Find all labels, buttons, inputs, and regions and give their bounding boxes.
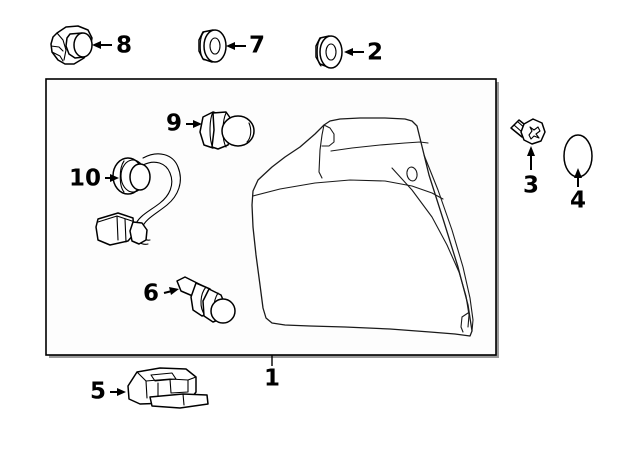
harness-connector-boot xyxy=(129,221,148,245)
tail-lamp-flange-tip xyxy=(460,312,469,333)
callout-leader-10 xyxy=(105,174,119,182)
arrow-head-5 xyxy=(117,388,126,396)
screw-phillips-recess xyxy=(528,126,541,140)
callout-leader-4 xyxy=(574,168,582,187)
arrow-head-7 xyxy=(226,42,235,50)
callout-number-10[interactable]: 10 xyxy=(69,166,101,192)
grommet-2-back-edge xyxy=(316,37,322,67)
part-mounting-bracket[interactable] xyxy=(127,367,209,409)
arrow-head-2 xyxy=(344,48,353,56)
harness-connector-rib-2 xyxy=(124,218,127,243)
tail-lamp-lens-split-line xyxy=(252,179,444,200)
callout-number-7[interactable]: 7 xyxy=(249,33,265,59)
clip-nut-fold-a xyxy=(56,32,67,61)
callout-leader-2 xyxy=(344,48,364,56)
bulb-6-glass xyxy=(210,298,236,324)
clip-nut-boss-face xyxy=(73,32,93,58)
harness-socket-ring-inner xyxy=(129,163,151,191)
bracket-pocket-upper xyxy=(150,372,177,382)
tail-lamp-notch-detail xyxy=(321,124,335,147)
arrow-head-3 xyxy=(527,146,535,156)
callout-number-4[interactable]: 4 xyxy=(570,188,586,214)
part-bulb-socket-9[interactable] xyxy=(199,111,255,150)
harness-connector-body xyxy=(95,212,135,246)
part-tail-lamp-assembly[interactable] xyxy=(251,117,474,337)
bulb-socket-9-glass xyxy=(221,115,255,147)
arrow-head-9 xyxy=(193,120,202,128)
part-bulb-socket-harness-10[interactable] xyxy=(95,153,181,246)
grommet-2-bore xyxy=(325,43,337,61)
tail-lamp-upper-crease xyxy=(330,141,429,152)
screw-head xyxy=(520,118,546,145)
callout-leader-3 xyxy=(527,146,535,170)
callout-number-3[interactable]: 3 xyxy=(523,173,539,199)
callout-number-2[interactable]: 2 xyxy=(367,40,383,66)
part-grommet-7[interactable] xyxy=(198,29,227,63)
bracket-tongue-crease xyxy=(182,393,185,406)
clip-nut-fold-b xyxy=(50,45,64,52)
callout-leader-6 xyxy=(163,287,179,295)
callout-number-8[interactable]: 8 xyxy=(116,33,132,59)
grommet-7-bore xyxy=(209,37,221,55)
arrow-head-8 xyxy=(92,41,101,49)
harness-connector-rib xyxy=(116,215,119,241)
callout-number-5[interactable]: 5 xyxy=(90,379,106,405)
tail-lamp-right-flange-edge xyxy=(423,154,474,332)
tail-lamp-upper-left-edge xyxy=(318,124,325,179)
part-phillips-screw[interactable] xyxy=(510,118,546,145)
callout-leader-9 xyxy=(186,120,202,128)
callout-number-9[interactable]: 9 xyxy=(166,111,182,137)
tail-lamp-locating-hole xyxy=(406,166,418,182)
grommet-2-flange xyxy=(319,35,343,69)
tail-lamp-inner-flange-line xyxy=(391,167,470,328)
arrow-head-6 xyxy=(169,287,179,295)
clip-nut-fold-c xyxy=(51,51,64,62)
callout-leader-8 xyxy=(92,41,112,49)
callout-number-6[interactable]: 6 xyxy=(143,281,159,307)
bracket-left-rib xyxy=(145,380,148,399)
arrow-head-4 xyxy=(574,168,582,178)
grommet-7-back-edge xyxy=(199,31,205,61)
arrow-head-10 xyxy=(110,174,119,182)
callout-leader-5 xyxy=(110,388,126,396)
harness-socket-back-edge xyxy=(119,160,125,193)
callout-number-1[interactable]: 1 xyxy=(264,366,280,392)
part-retainer-clip-nut[interactable] xyxy=(50,25,93,65)
part-grommet-2[interactable] xyxy=(315,35,343,69)
bracket-lower-tongue xyxy=(149,393,209,409)
bracket-right-pocket xyxy=(169,378,189,394)
bulb-socket-9-glass-highlight xyxy=(246,122,252,143)
callout-leader-7 xyxy=(226,42,246,50)
part-bulb-6[interactable] xyxy=(176,276,236,324)
grommet-7-flange xyxy=(203,29,227,63)
